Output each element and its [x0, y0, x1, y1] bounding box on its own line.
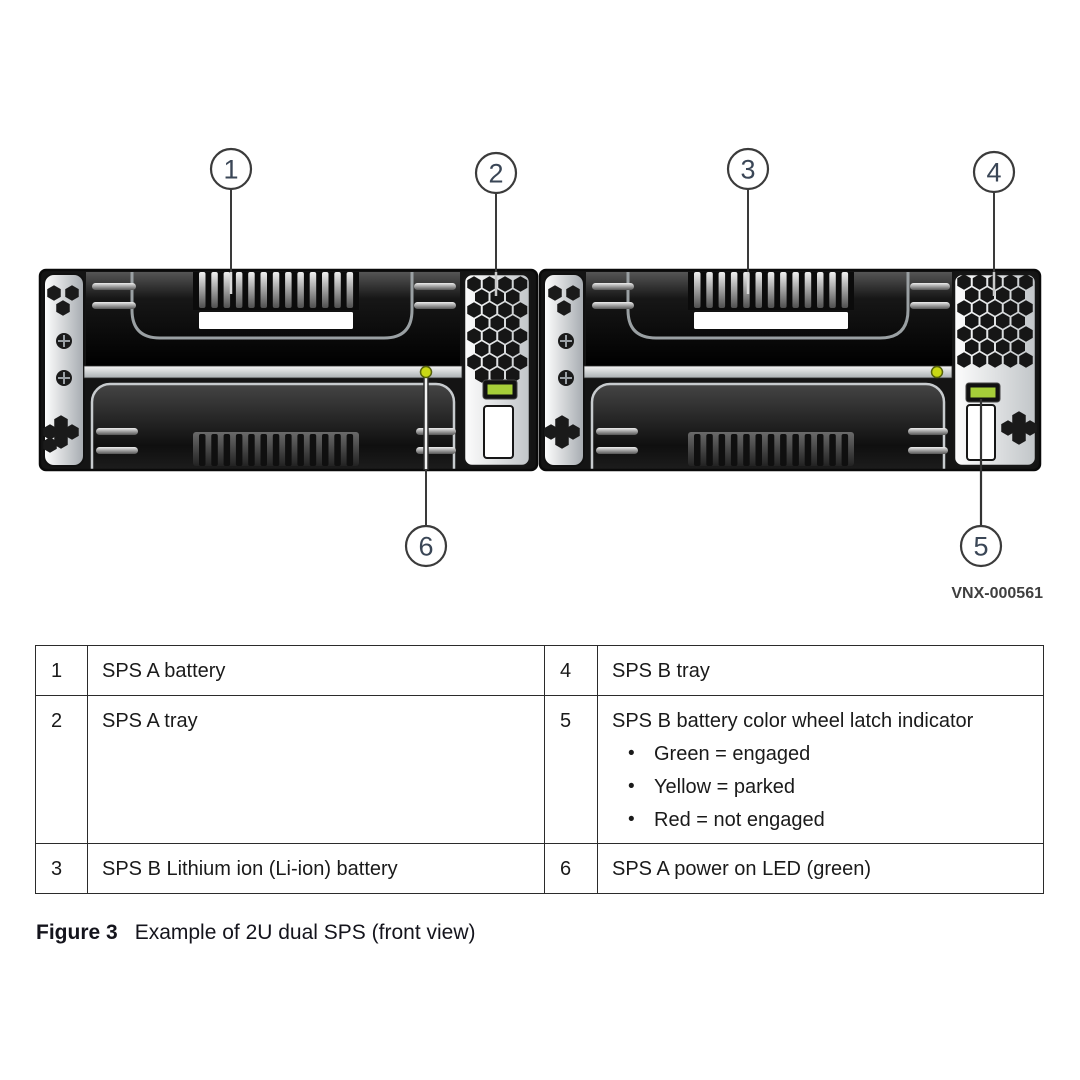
callout-1: 1 [209, 147, 253, 191]
callout-6: 6 [404, 524, 448, 568]
sps-b-latch-indicator [965, 382, 1001, 403]
table-row: 2 SPS A tray 5 SPS B battery color wheel… [35, 695, 1044, 844]
sps-a-endcap-ribs-top [92, 283, 456, 309]
sps-b-endcap-ribs-top [592, 283, 950, 309]
figure-caption: Figure 3 Example of 2U dual SPS (front vi… [36, 921, 476, 945]
legend-bullet-red: • Red = not engaged [612, 806, 1033, 834]
bullet-icon: • [628, 776, 635, 797]
legend-bullet-yellow: • Yellow = parked [612, 773, 1033, 801]
callout-3-number: 3 [740, 155, 755, 185]
callout-5-number: 5 [973, 532, 988, 562]
callout-2: 2 [474, 151, 518, 195]
bullet-icon: • [628, 809, 635, 830]
sps-a-latch-indicator [482, 379, 518, 400]
legend-text-5: SPS B battery color wheel latch indicato… [597, 695, 1044, 844]
legend-num-1: 1 [35, 645, 88, 696]
legend-text-2: SPS A tray [87, 695, 545, 844]
sps-a-top-vents [199, 272, 354, 308]
table-row: 1 SPS A battery 4 SPS B tray [35, 645, 1044, 696]
legend-table: 1 SPS A battery 4 SPS B tray 2 SPS A tra… [35, 645, 1044, 894]
sps-diagram-svg: 1 2 3 4 5 6 VNX-000561 [38, 147, 1043, 602]
sps-a-bottom-module [90, 382, 456, 469]
legend-num-3: 3 [35, 843, 88, 894]
sps-a-divider-bar [83, 365, 463, 379]
sps-b-unit [538, 268, 1042, 472]
callout-balloons: 1 2 3 4 5 6 [209, 147, 1016, 568]
callout-6-number: 6 [418, 532, 433, 562]
table-row: 3 SPS B Lithium ion (Li-ion) battery 6 S… [35, 843, 1044, 894]
sps-a-power-led [419, 365, 433, 379]
callout-1-number: 1 [223, 155, 238, 185]
callout-4-number: 4 [986, 158, 1001, 188]
callout-leader-lines [229, 189, 996, 526]
sps-a-pull-slot [483, 405, 514, 459]
callout-3: 3 [726, 147, 770, 191]
legend-text-4: SPS B tray [597, 645, 1044, 696]
sps-a-handle-recess [130, 272, 414, 340]
sps-b-label-slot [694, 312, 848, 329]
sps-front-view-diagram: 1 2 3 4 5 6 VNX-000561 [38, 147, 1043, 602]
sps-b-power-led [930, 365, 944, 379]
bullet-icon: • [628, 743, 635, 764]
legend-text-6: SPS A power on LED (green) [597, 843, 1044, 894]
sps-b-bottom-module [590, 382, 948, 469]
sps-a-label-slot [199, 312, 353, 329]
legend-num-5: 5 [544, 695, 598, 844]
callout-4: 4 [972, 150, 1016, 194]
legend-text-3: SPS B Lithium ion (Li-ion) battery [87, 843, 545, 894]
sps-b-handle-recess [626, 272, 910, 340]
callout-2-number: 2 [488, 159, 503, 189]
legend-text-1: SPS A battery [87, 645, 545, 696]
sps-a-bottom-vents [199, 434, 354, 466]
legend-num-2: 2 [35, 695, 88, 844]
callout-5: 5 [959, 524, 1003, 568]
figure-caption-text: Example of 2U dual SPS (front view) [134, 921, 476, 944]
figure-part-number: VNX-000561 [951, 585, 1043, 602]
sps-b-top-vents [694, 272, 849, 308]
sps-a-unit [38, 268, 539, 472]
sps-b-divider-bar [583, 365, 953, 379]
legend-text-5-title: SPS B battery color wheel latch indicato… [612, 710, 974, 732]
sps-b-bottom-vents [694, 434, 849, 466]
legend-num-6: 6 [544, 843, 598, 894]
legend-bullet-green: • Green = engaged [612, 740, 1033, 768]
figure-caption-label: Figure 3 [36, 921, 118, 944]
legend-num-4: 4 [544, 645, 598, 696]
